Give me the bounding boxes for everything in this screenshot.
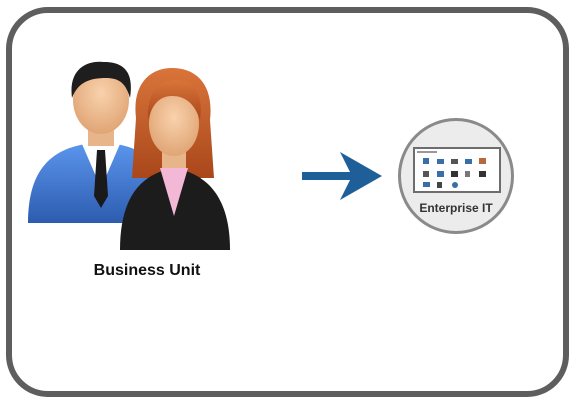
service-catalog-screen-icon <box>413 147 501 193</box>
people-illustration <box>28 61 230 250</box>
business-unit-people-icon <box>24 58 258 250</box>
enterprise-it-icon: Enterprise IT <box>398 118 514 234</box>
woman-figure <box>120 68 230 250</box>
business-unit-label: Business Unit <box>93 262 201 279</box>
arrow-right-icon <box>302 150 386 202</box>
enterprise-it-label: Enterprise IT <box>419 201 493 215</box>
